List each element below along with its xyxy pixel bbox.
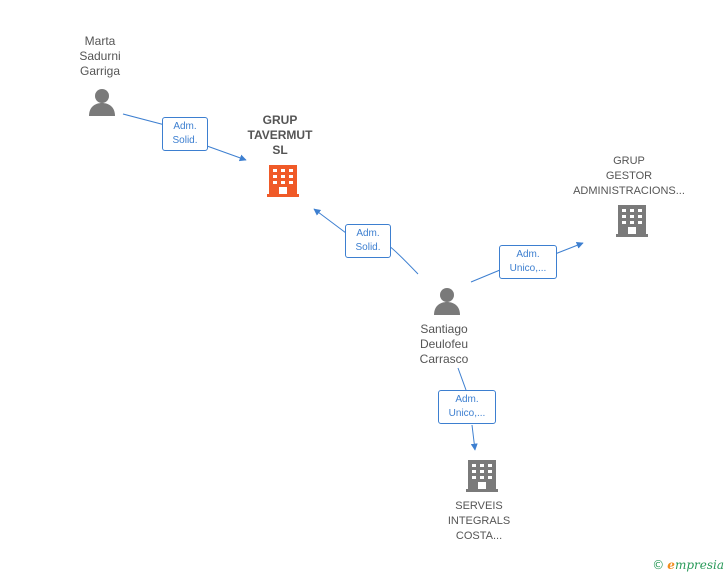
node-label-marta[interactable]: Marta Sadurni Garriga [60,34,140,79]
building-icon[interactable] [267,165,299,197]
node-label-santiago[interactable]: Santiago Deulofeu Carrasco [404,322,484,367]
edge-label-santiago-tavermut[interactable]: Adm. Solid. [345,224,391,258]
node-label-line: INTEGRALS [447,515,511,527]
edge-marta-tavermut [122,113,246,160]
node-label-line: GRUP [613,155,645,167]
brand-logo: ©empresia [652,558,724,572]
node-label-line: Santiago [420,322,468,336]
node-label-line: Marta [84,34,116,48]
node-label-line: COSTA... [455,530,503,542]
edge-label-line: Unico,... [448,408,486,419]
node-label-line: SL [272,143,288,157]
edge-label-line: Unico,... [509,263,547,274]
building-icon[interactable] [466,460,498,492]
edge-label-line: Solid. [172,135,198,146]
edge-santiago-serveis [457,367,475,450]
edge-label-line: Adm. [455,394,479,405]
edge-santiago-gestor [470,243,583,283]
node-label-line: TAVERMUT [247,128,313,142]
person-icon[interactable] [89,89,115,116]
node-label-line: Garriga [79,64,120,78]
node-label-grup-tavermut[interactable]: GRUP TAVERMUT SL [230,113,330,158]
person-icon[interactable] [434,288,460,315]
node-label-line: Carrasco [419,352,469,366]
edge-label-santiago-gestor[interactable]: Adm. Unico,... [499,245,557,279]
edge-label-line: Solid. [355,242,381,253]
node-label-serveis[interactable]: SERVEIS INTEGRALS COSTA... [434,499,524,544]
node-label-line: ADMINISTRACIONS... [573,185,685,197]
building-icon[interactable] [616,205,648,237]
edge-label-line: Adm. [356,228,380,239]
node-label-line: Deulofeu [419,337,469,351]
copyright-icon: © [652,558,665,572]
brand-name: mpresia [674,558,724,572]
edge-label-marta-tavermut[interactable]: Adm. Solid. [162,117,208,151]
node-label-grup-gestor[interactable]: GRUP GESTOR ADMINISTRACIONS... [564,154,694,199]
edge-label-santiago-serveis[interactable]: Adm. Unico,... [438,390,496,424]
node-label-line: GESTOR [605,170,653,182]
node-label-line: Sadurni [79,49,121,63]
edge-label-line: Adm. [516,249,540,260]
edge-label-line: Adm. [173,121,197,132]
node-label-line: SERVEIS [455,500,503,512]
brand-letter: e [667,558,675,572]
node-label-line: GRUP [262,113,298,127]
